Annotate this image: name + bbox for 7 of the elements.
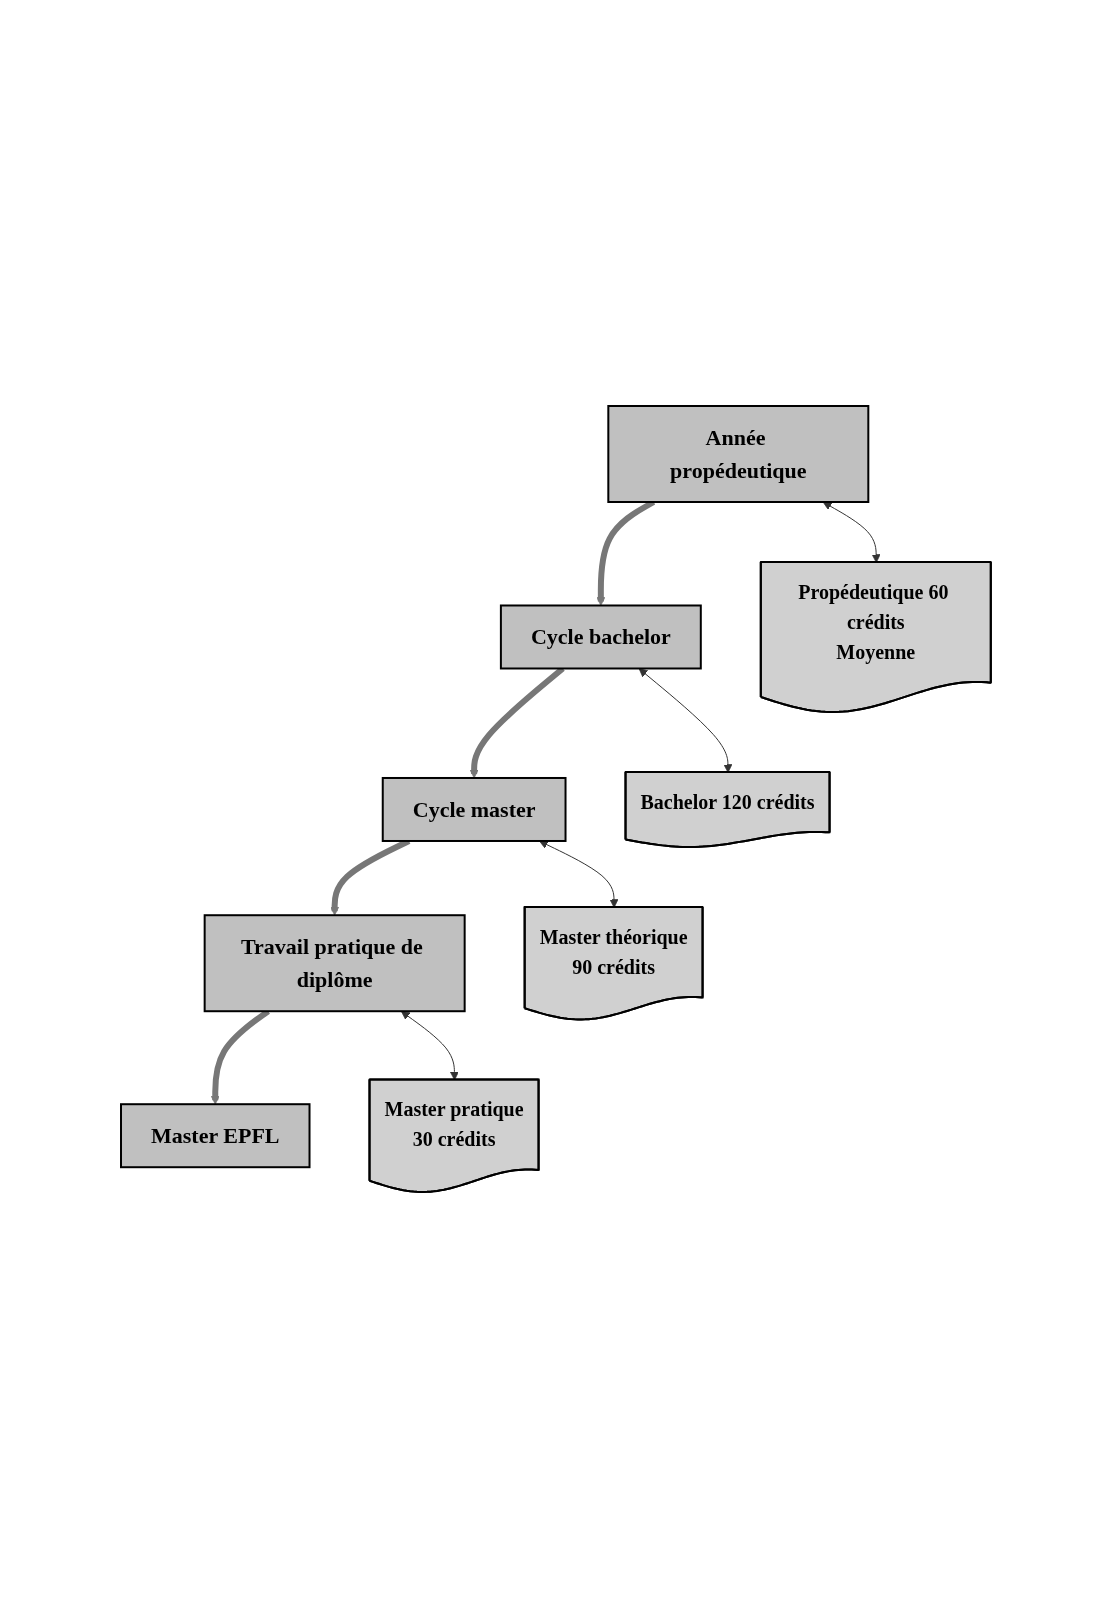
arrow <box>638 668 732 773</box>
node-box: Année propédeutique <box>606 405 869 503</box>
node-box: Cycle master <box>381 777 567 842</box>
node-box: Master EPFL <box>119 1103 311 1169</box>
node-box: Travail pratique de diplôme <box>203 914 466 1013</box>
node-box: Cycle bachelor <box>499 604 702 670</box>
arrow <box>822 501 881 563</box>
